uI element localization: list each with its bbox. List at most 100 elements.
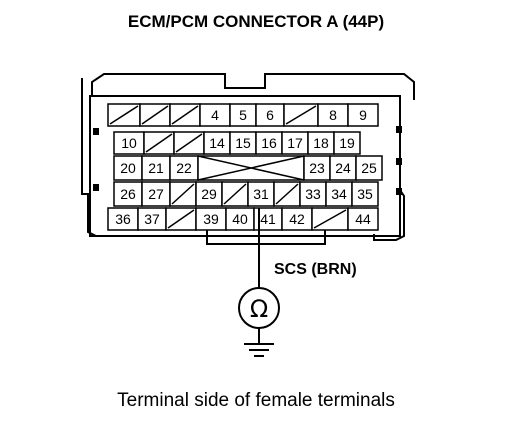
terminal-6: 6 bbox=[255, 103, 285, 127]
terminal-35: 35 bbox=[351, 181, 379, 207]
blank-terminal-slash bbox=[313, 209, 347, 229]
latch-right-top bbox=[396, 126, 402, 133]
terminal-label: 14 bbox=[209, 135, 225, 151]
terminal-19: 19 bbox=[333, 131, 361, 155]
connector-frame bbox=[89, 95, 401, 237]
latch-left-top bbox=[93, 128, 99, 135]
terminal-label: 37 bbox=[144, 211, 160, 227]
terminal-21: 21 bbox=[141, 155, 171, 181]
terminal-label: 39 bbox=[203, 211, 219, 227]
terminal-label: 42 bbox=[289, 211, 305, 227]
terminal-label: 19 bbox=[339, 135, 355, 151]
terminal-label: 36 bbox=[115, 211, 131, 227]
terminal-empty bbox=[107, 103, 141, 127]
terminal-empty bbox=[169, 103, 201, 127]
terminal-label: 24 bbox=[335, 160, 351, 176]
terminal-37: 37 bbox=[137, 207, 167, 231]
terminal-label: 35 bbox=[357, 186, 373, 202]
latch-right-mid bbox=[396, 158, 402, 165]
unused-block-cross bbox=[197, 155, 305, 181]
terminal-14: 14 bbox=[203, 131, 231, 155]
terminal-39: 39 bbox=[195, 207, 227, 231]
blank-terminal-slash bbox=[223, 183, 247, 205]
terminal-26: 26 bbox=[113, 181, 143, 207]
terminal-label: 20 bbox=[120, 160, 136, 176]
terminal-empty bbox=[311, 207, 349, 231]
diagram-caption: Terminal side of female terminals bbox=[117, 390, 395, 411]
terminal-31: 31 bbox=[247, 181, 275, 207]
terminal-label: 22 bbox=[176, 160, 192, 176]
terminal-label: 9 bbox=[359, 107, 367, 123]
terminal-empty bbox=[139, 103, 171, 127]
blank-terminal-slash bbox=[275, 183, 299, 205]
terminal-44: 44 bbox=[347, 207, 379, 231]
terminal-empty bbox=[143, 131, 175, 155]
terminal-label: 34 bbox=[331, 186, 347, 202]
terminal-23: 23 bbox=[303, 155, 331, 181]
terminal-empty bbox=[173, 131, 205, 155]
terminal-15: 15 bbox=[229, 131, 257, 155]
terminal-27: 27 bbox=[141, 181, 171, 207]
terminal-label: 6 bbox=[266, 107, 274, 123]
terminal-40: 40 bbox=[225, 207, 255, 231]
terminal-label: 10 bbox=[121, 135, 137, 151]
terminal-16: 16 bbox=[255, 131, 283, 155]
blank-terminal-slash bbox=[171, 183, 195, 205]
terminal-empty bbox=[197, 155, 305, 181]
terminal-24: 24 bbox=[329, 155, 357, 181]
terminal-17: 17 bbox=[281, 131, 309, 155]
terminal-36: 36 bbox=[107, 207, 139, 231]
terminal-label: 17 bbox=[287, 135, 303, 151]
terminal-label: 26 bbox=[120, 186, 136, 202]
terminal-label: 29 bbox=[201, 186, 217, 202]
terminal-label: 40 bbox=[232, 211, 248, 227]
terminal-22: 22 bbox=[169, 155, 199, 181]
terminal-label: 25 bbox=[361, 160, 377, 176]
blank-terminal-slash bbox=[141, 105, 169, 125]
terminal-20: 20 bbox=[113, 155, 143, 181]
terminal-label: 23 bbox=[309, 160, 325, 176]
ground-icon bbox=[244, 343, 274, 357]
terminal-5: 5 bbox=[229, 103, 257, 127]
terminal-4: 4 bbox=[199, 103, 231, 127]
signal-label: SCS (BRN) bbox=[274, 261, 357, 278]
terminal-label: 18 bbox=[313, 135, 329, 151]
terminal-42: 42 bbox=[281, 207, 313, 231]
terminal-label: 15 bbox=[235, 135, 251, 151]
ohm-symbol: Ω bbox=[250, 295, 268, 323]
terminal-9: 9 bbox=[347, 103, 379, 127]
blank-terminal-slash bbox=[285, 105, 317, 125]
terminal-empty bbox=[165, 207, 197, 231]
latch-right-bottom bbox=[396, 188, 402, 195]
blank-terminal-slash bbox=[109, 105, 139, 125]
blank-terminal-slash bbox=[145, 133, 173, 153]
diagram-title: ECM/PCM CONNECTOR A (44P) bbox=[127, 12, 385, 31]
lock-tab bbox=[206, 230, 326, 245]
terminal-empty bbox=[283, 103, 319, 127]
terminal-label: 44 bbox=[355, 211, 371, 227]
terminal-41: 41 bbox=[253, 207, 283, 231]
terminal-empty bbox=[273, 181, 301, 207]
terminal-empty bbox=[221, 181, 249, 207]
terminal-18: 18 bbox=[307, 131, 335, 155]
terminal-empty bbox=[169, 181, 197, 207]
latch-left-bottom bbox=[93, 184, 99, 191]
blank-terminal-slash bbox=[171, 105, 199, 125]
terminal-label: 41 bbox=[260, 211, 276, 227]
terminal-8: 8 bbox=[317, 103, 349, 127]
terminal-label: 27 bbox=[148, 186, 164, 202]
terminal-label: 33 bbox=[305, 186, 321, 202]
terminal-label: 21 bbox=[148, 160, 164, 176]
terminal-label: 31 bbox=[253, 186, 269, 202]
ohmmeter-icon: Ω bbox=[238, 287, 280, 329]
terminal-10: 10 bbox=[113, 131, 145, 155]
terminal-25: 25 bbox=[355, 155, 383, 181]
blank-terminal-slash bbox=[167, 209, 195, 229]
terminal-label: 8 bbox=[329, 107, 337, 123]
terminal-label: 4 bbox=[211, 107, 219, 123]
terminal-29: 29 bbox=[195, 181, 223, 207]
terminal-34: 34 bbox=[325, 181, 353, 207]
terminal-label: 16 bbox=[261, 135, 277, 151]
terminal-33: 33 bbox=[299, 181, 327, 207]
